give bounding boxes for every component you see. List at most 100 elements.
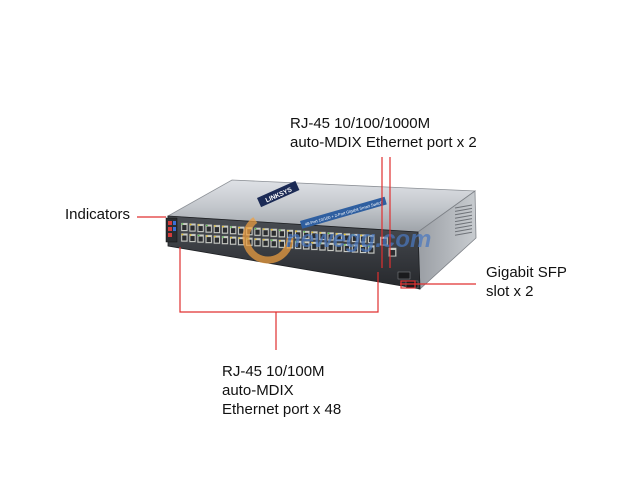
callout-text: RJ-45 10/100M bbox=[222, 363, 325, 380]
vent-slot bbox=[454, 221, 473, 226]
callout-lines bbox=[137, 157, 476, 350]
port-led bbox=[214, 235, 216, 238]
vent-slot bbox=[454, 207, 473, 212]
port-led bbox=[262, 228, 265, 230]
port-led bbox=[197, 234, 200, 237]
port-led bbox=[319, 232, 322, 234]
indicator-led-red bbox=[168, 227, 172, 231]
fast-ethernet-port bbox=[318, 231, 327, 241]
callout-label-sfp: Gigabit SFP slot x 2 bbox=[486, 263, 567, 301]
port-led bbox=[368, 245, 371, 248]
fast-ethernet-port bbox=[367, 245, 375, 254]
port-led bbox=[360, 234, 362, 237]
fast-ethernet-port bbox=[213, 235, 221, 245]
fast-ethernet-port bbox=[327, 231, 335, 241]
callout-text: auto-MDIX Ethernet port x 2 bbox=[290, 134, 477, 151]
fast-ethernet-port-group bbox=[180, 222, 375, 254]
port-led bbox=[230, 236, 232, 239]
fast-ethernet-port bbox=[343, 233, 351, 242]
port-led bbox=[270, 229, 273, 231]
fast-ethernet-port bbox=[180, 233, 188, 243]
side-vent-grille bbox=[454, 204, 473, 236]
port-led bbox=[222, 236, 224, 238]
port-led bbox=[335, 243, 338, 246]
port-led bbox=[254, 228, 257, 230]
port-led bbox=[295, 230, 297, 232]
port-led bbox=[238, 226, 241, 229]
fast-ethernet-port bbox=[180, 222, 188, 232]
fast-ethernet-port bbox=[229, 236, 237, 246]
vent-slot bbox=[454, 204, 473, 209]
indicator-led-red bbox=[168, 221, 172, 225]
fast-ethernet-port bbox=[351, 233, 359, 243]
port-led bbox=[303, 231, 306, 233]
fast-ethernet-port bbox=[335, 243, 343, 252]
port-led bbox=[327, 232, 330, 234]
fast-ethernet-port bbox=[327, 242, 335, 252]
fast-ethernet-port bbox=[270, 238, 278, 248]
fast-ethernet-port bbox=[278, 228, 286, 238]
port-led bbox=[205, 224, 208, 227]
fast-ethernet-port bbox=[302, 240, 310, 250]
port-led bbox=[189, 234, 192, 236]
port-led bbox=[279, 240, 281, 242]
fast-ethernet-port bbox=[270, 228, 278, 238]
callout-text: Ethernet port x 48 bbox=[222, 401, 342, 418]
vent-slot bbox=[454, 214, 473, 219]
port-led bbox=[238, 237, 241, 239]
fast-ethernet-port bbox=[221, 235, 229, 245]
newegg-watermark: newegg.com bbox=[242, 212, 431, 264]
port-led bbox=[352, 244, 354, 247]
port-led bbox=[311, 242, 314, 244]
fast-ethernet-port bbox=[229, 225, 237, 235]
port-led bbox=[181, 223, 184, 225]
fast-ethernet-port bbox=[343, 243, 351, 253]
vent-slot bbox=[454, 224, 473, 229]
port-led bbox=[344, 244, 346, 246]
port-led bbox=[189, 223, 192, 226]
watermark-text: newegg.com bbox=[286, 226, 431, 253]
fast-ethernet-port bbox=[294, 229, 302, 239]
fast-ethernet-port bbox=[197, 234, 205, 244]
vent-slot bbox=[454, 218, 473, 223]
fast-ethernet-port bbox=[205, 224, 213, 234]
fast-ethernet-port bbox=[262, 238, 270, 248]
callout-text: auto-MDIX bbox=[222, 382, 294, 399]
vent-slot bbox=[454, 228, 473, 233]
gigabit-rj45-port bbox=[379, 236, 389, 246]
fast-ethernet-port bbox=[188, 233, 197, 243]
indicator-led-blue bbox=[173, 227, 176, 231]
watermark-logo-icon bbox=[242, 212, 294, 264]
port-led bbox=[197, 224, 200, 226]
fast-ethernet-port bbox=[310, 230, 318, 240]
fast-ethernet-port bbox=[302, 230, 310, 240]
port-led bbox=[270, 239, 273, 241]
port-led bbox=[311, 231, 314, 233]
indicator-led-red bbox=[168, 233, 172, 237]
port-led bbox=[287, 230, 289, 232]
sfp-callout-marker bbox=[400, 280, 416, 289]
callout-text: Gigabit SFP bbox=[486, 264, 567, 281]
callout-text: Indicators bbox=[65, 206, 131, 223]
indicator-panel bbox=[165, 217, 178, 243]
fast-ethernet-port bbox=[335, 232, 343, 242]
callout-label-gigabit-rj45: RJ-45 10/100/1000M auto-MDIX Ethernet po… bbox=[290, 114, 477, 152]
port-led bbox=[230, 226, 232, 228]
callout-text: slot x 2 bbox=[486, 283, 534, 300]
fast-ethernet-port bbox=[205, 234, 213, 244]
port-led bbox=[222, 225, 224, 228]
port-led bbox=[262, 239, 265, 241]
vent-slot bbox=[454, 231, 473, 236]
port-led bbox=[327, 243, 330, 245]
fast-ethernet-port bbox=[262, 227, 270, 237]
port-led bbox=[319, 242, 322, 244]
fast-ethernet-port bbox=[359, 244, 367, 254]
callout-label-fast-ethernet-rj45: RJ-45 10/100M auto-MDIX Ethernet port x … bbox=[222, 362, 341, 419]
callout-text: RJ-45 10/100/1000M bbox=[290, 115, 431, 132]
port-led bbox=[279, 229, 281, 231]
fast-ethernet-port bbox=[310, 241, 318, 251]
indicator-led-blue bbox=[173, 221, 176, 225]
port-led bbox=[254, 238, 257, 240]
fast-ethernet-port bbox=[351, 244, 359, 253]
